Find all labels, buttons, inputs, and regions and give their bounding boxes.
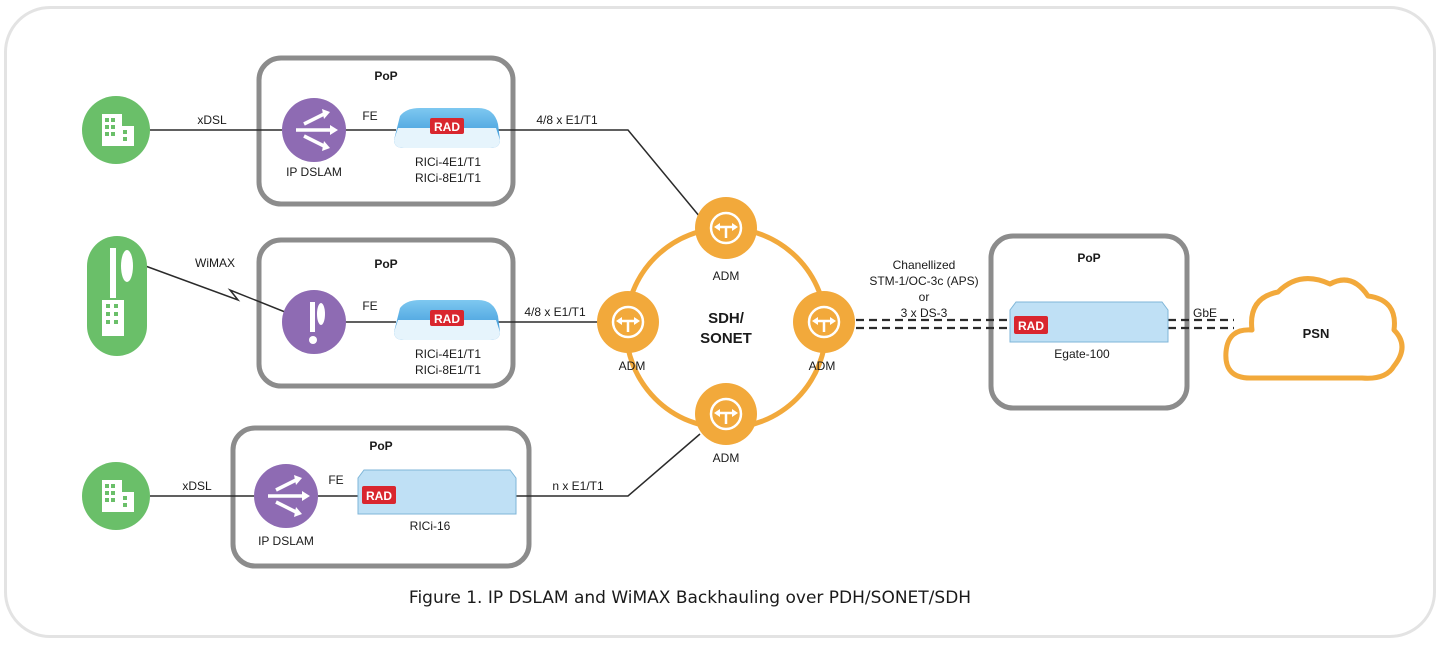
wimax-link	[139, 263, 301, 319]
pop-box-bottom: PoP	[230, 425, 532, 569]
ring-label-1: SDH/	[708, 310, 745, 327]
rad-logo: RAD	[366, 489, 392, 503]
e1-link-bottom	[516, 433, 701, 497]
rici-device-top: RAD	[394, 108, 500, 148]
gbe-label: GbE	[1193, 306, 1217, 320]
ring-label-2: SONET	[700, 330, 752, 347]
wimax-base-station-icon	[282, 290, 346, 354]
sdh-link-label-2: STM-1/OC-3c (APS)	[869, 274, 978, 288]
adm-icon-right	[793, 291, 855, 353]
xdsl-label: xDSL	[182, 479, 212, 493]
adm-label: ADM	[713, 451, 740, 465]
pop-box-right: PoP	[988, 233, 1190, 411]
dslam-label: IP DSLAM	[258, 534, 314, 548]
dslam-label: IP DSLAM	[286, 165, 342, 179]
pop-box-middle: PoP	[256, 237, 516, 389]
fe-label: FE	[328, 473, 343, 487]
e1-label: 4/8 x E1/T1	[536, 113, 598, 127]
figure-frame	[4, 6, 1436, 638]
rici-label-1: RICi-4E1/T1	[415, 347, 481, 361]
building-icon	[82, 96, 150, 164]
e1-label: 4/8 x E1/T1	[524, 305, 586, 319]
xdsl-label: xDSL	[197, 113, 227, 127]
figure-caption: Figure 1. IP DSLAM and WiMAX Backhauling…	[409, 588, 971, 608]
pop-title: PoP	[369, 439, 392, 453]
e1-link-top	[498, 129, 701, 218]
rad-logo: RAD	[1018, 319, 1044, 333]
adm-label: ADM	[619, 359, 646, 373]
rici16-device: RAD	[357, 469, 517, 515]
psn-label: PSN	[1303, 326, 1330, 341]
adm-label: ADM	[713, 269, 740, 283]
connection-lines	[139, 129, 1234, 497]
rici-label-2: RICi-8E1/T1	[415, 363, 481, 377]
rici-device-middle: RAD	[394, 300, 500, 340]
pop-title: PoP	[1077, 251, 1100, 265]
adm-icon-bottom	[695, 383, 757, 445]
sdh-link-label-3: or	[919, 290, 930, 304]
e1-label: n x E1/T1	[552, 479, 604, 493]
dslam-icon	[254, 464, 318, 528]
rici-label-1: RICi-4E1/T1	[415, 155, 481, 169]
rad-logo: RAD	[434, 120, 460, 134]
adm-icon-left	[597, 291, 659, 353]
sdh-link-label-1: Chanellized	[893, 258, 956, 272]
egate-label: Egate-100	[1054, 347, 1110, 361]
pop-box-top: PoP	[256, 55, 516, 207]
wimax-label: WiMAX	[195, 256, 235, 270]
psn-cloud: PSN	[1223, 276, 1405, 381]
egate-device: RAD	[1009, 301, 1169, 343]
sdh-link-label-4: 3 x DS-3	[901, 306, 948, 320]
fe-label: FE	[362, 109, 377, 123]
rici16-label: RICi-16	[410, 519, 451, 533]
fe-label: FE	[362, 299, 377, 313]
pop-title: PoP	[374, 257, 397, 271]
rad-logo: RAD	[434, 312, 460, 326]
adm-icon-top	[695, 197, 757, 259]
dslam-icon	[282, 98, 346, 162]
building-icon	[82, 462, 150, 530]
pop-title: PoP	[374, 69, 397, 83]
wimax-tower-icon	[87, 236, 147, 356]
rici-label-2: RICi-8E1/T1	[415, 171, 481, 185]
adm-label: ADM	[809, 359, 836, 373]
